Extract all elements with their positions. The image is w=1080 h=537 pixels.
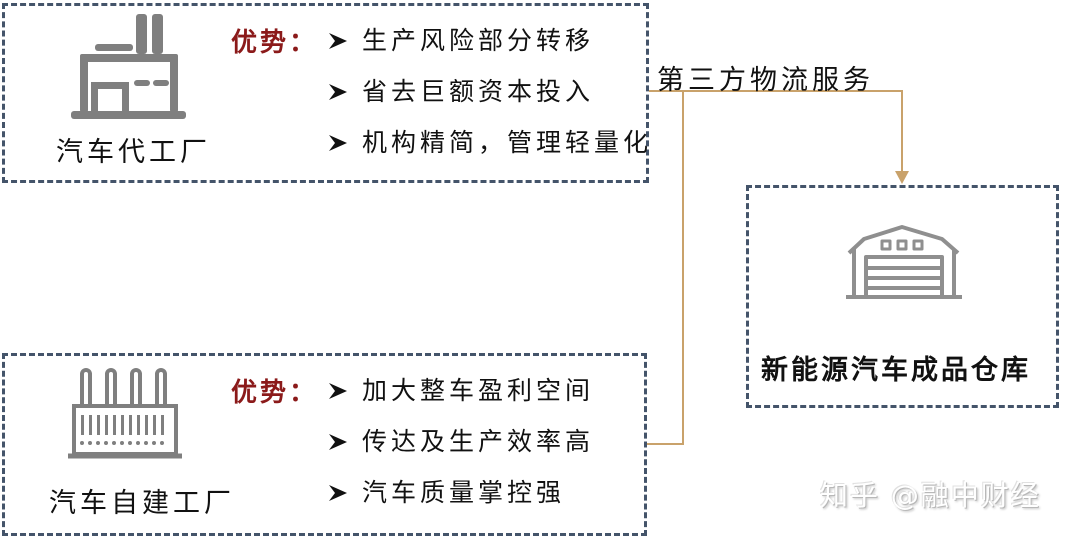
arrow-bullet-icon [329,32,347,49]
watermark: 知乎 @融中财经 [820,479,1041,512]
list-item: 汽车质量掌控强 [328,467,594,518]
factory-icon [71,14,186,122]
arrow-bullet-icon [329,433,347,450]
warehouse-box: 新能源汽车成品仓库 [746,185,1059,408]
contract-factory-box: 汽车代工厂 优势： 生产风险部分转移 省去巨额资本投入 机构精简，管理轻量化 [2,3,649,183]
logistics-service-label: 第三方物流服务 [657,65,874,96]
industrial-plant-icon [68,368,182,463]
list-item: 省去巨额资本投入 [328,66,652,117]
warehouse-title: 新能源汽车成品仓库 [761,355,1031,386]
list-item: 加大整车盈利空间 [328,365,594,416]
list-item: 生产风险部分转移 [328,15,652,66]
advantage-label: 优势： [231,28,319,58]
self-built-factory-box: 汽车自建工厂 优势： 加大整车盈利空间 传达及生产效率高 汽车质量掌控强 [2,353,647,536]
list-item: 机构精简，管理轻量化 [328,117,652,168]
arrow-bullet-icon [329,382,347,399]
contract-factory-title: 汽车代工厂 [56,137,211,168]
advantage-list: 加大整车盈利空间 传达及生产效率高 汽车质量掌控强 [328,365,594,518]
advantage-list: 生产风险部分转移 省去巨额资本投入 机构精简，管理轻量化 [328,15,652,168]
arrow-bullet-icon [329,83,347,100]
arrow-bullet-icon [329,134,347,151]
advantage-label: 优势： [231,378,319,408]
warehouse-icon [846,223,962,301]
arrow-bullet-icon [329,484,347,501]
self-built-factory-title: 汽车自建工厂 [49,488,235,519]
list-item: 传达及生产效率高 [328,416,594,467]
